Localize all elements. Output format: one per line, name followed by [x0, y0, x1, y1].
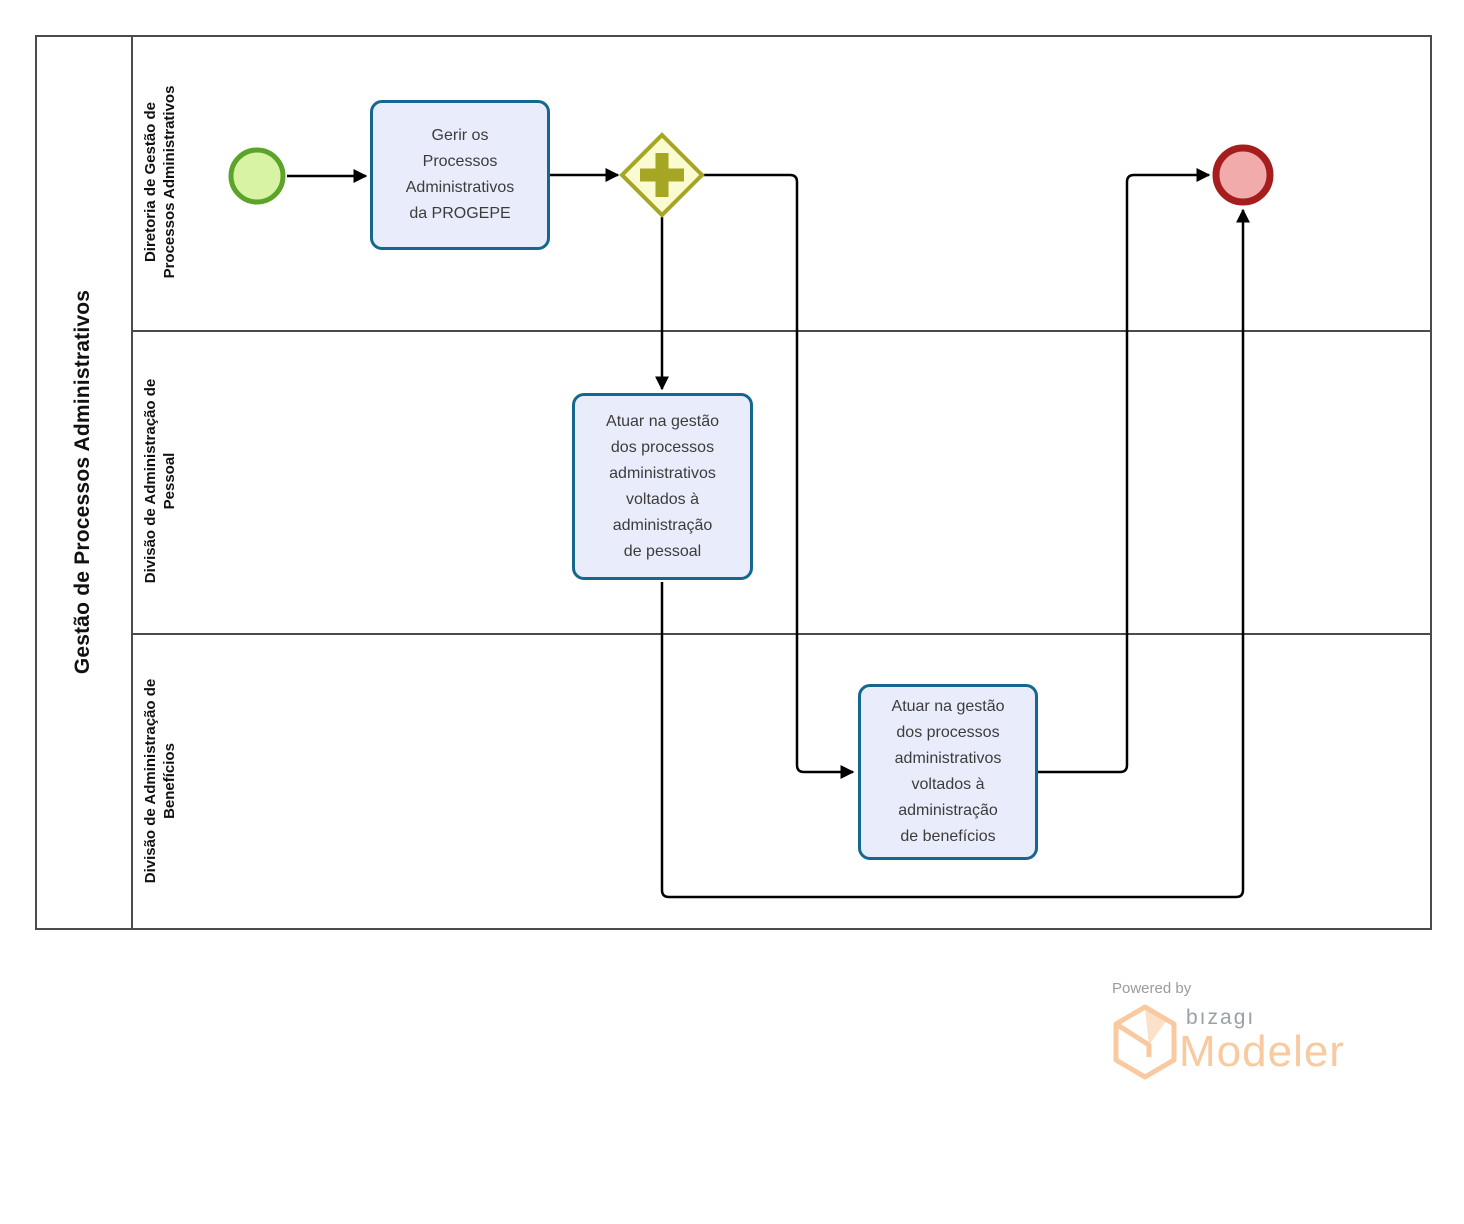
- task-3-line: administrativos: [894, 750, 1002, 767]
- lane-3-label-line-2: Benefícios: [161, 743, 178, 819]
- task-3-line: Atuar na gestão: [891, 698, 1005, 715]
- task-gerir-processos-progepe[interactable]: Gerir os Processos Administrativos da PR…: [370, 100, 550, 250]
- pool-title-divider: [131, 37, 133, 928]
- lane-2-label: Divisão de Administração de Pessoal: [141, 379, 179, 584]
- lane-3-label-line-1: Divisão de Administração de: [142, 678, 159, 884]
- task-gestao-processos-pessoal[interactable]: Atuar na gestão dos processos administra…: [572, 393, 753, 580]
- task-3-line: de benefícios: [900, 828, 996, 845]
- task-2-line: Atuar na gestão: [606, 412, 719, 430]
- modeler-wordmark: Modeler: [1179, 1027, 1345, 1076]
- task-3-line: voltados à: [911, 776, 985, 793]
- task-3-line: administração: [898, 802, 998, 819]
- lane-3-label: Divisão de Administração de Benefícios: [141, 679, 179, 884]
- lane-diretoria-gestao-processos: [131, 37, 1432, 330]
- task-gestao-processos-beneficios[interactable]: Atuar na gestão dos processos administra…: [858, 684, 1038, 860]
- task-2-line: administração: [612, 516, 713, 534]
- task-2-line: voltados à: [626, 490, 699, 508]
- task-2-line: administrativos: [609, 464, 716, 482]
- task-1-line: Gerir os: [431, 127, 489, 144]
- bizagi-wordmark: bızagı: [1186, 1006, 1256, 1029]
- powered-by-label: Powered by: [1112, 980, 1192, 997]
- task-2-line: de pessoal: [623, 542, 702, 560]
- lane-1-label-line-1: Diretoria de Gestão de: [142, 101, 159, 263]
- lane-1-label-line-2: Processos Administrativos: [161, 85, 178, 279]
- lane-1-label: Diretoria de Gestão de Processos Adminis…: [141, 86, 179, 279]
- task-1-line: Administrativos: [405, 179, 515, 196]
- lane-2-label-line-2: Pessoal: [161, 452, 178, 510]
- task-3-line: dos processos: [896, 724, 1000, 741]
- task-2-line: dos processos: [610, 438, 715, 456]
- lane-2-label-line-1: Divisão de Administração de: [142, 378, 159, 584]
- lane-divisao-administracao-beneficios: [131, 635, 1432, 928]
- pool-title: Gestão de Processos Administrativos: [71, 289, 94, 675]
- lane-divisao-administracao-pessoal: [131, 332, 1432, 633]
- task-1-line: Processos: [422, 153, 498, 170]
- task-1-line: da PROGEPE: [409, 205, 511, 222]
- bizagi-logo-icon: [1113, 1004, 1177, 1080]
